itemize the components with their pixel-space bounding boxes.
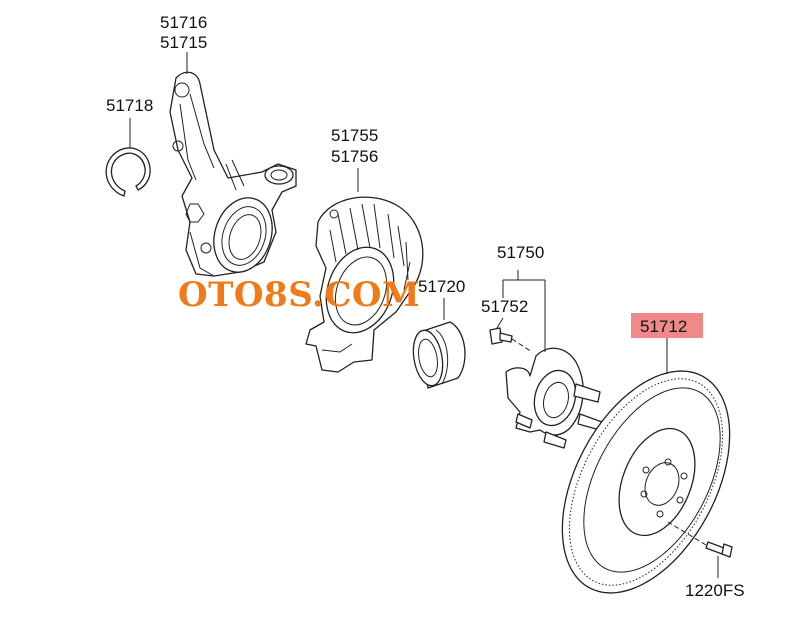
part-label-51750[interactable]: 51750 [497, 243, 544, 262]
wheel-bearing[interactable] [409, 321, 466, 389]
part-label-51718[interactable]: 51718 [106, 96, 153, 115]
steering-knuckle[interactable] [169, 71, 297, 279]
disc-screw[interactable] [705, 541, 733, 558]
part-label-51756[interactable]: 51756 [331, 147, 378, 166]
snap-ring[interactable] [105, 147, 151, 197]
dust-cover[interactable] [305, 196, 424, 373]
part-label-51720[interactable]: 51720 [418, 277, 465, 296]
wheel-hub[interactable] [505, 347, 603, 449]
watermark: OTO8S.COM [178, 275, 420, 315]
part-label-51716[interactable]: 51716 [160, 13, 207, 32]
part-label-51755[interactable]: 51755 [331, 126, 378, 145]
brake-disc[interactable] [528, 343, 764, 621]
part-label-51752[interactable]: 51752 [481, 297, 528, 316]
part-label-51715[interactable]: 51715 [160, 33, 207, 52]
hub-bolt-dash-line [511, 338, 533, 353]
hub-bolt-leader-line [496, 317, 504, 329]
part-label-51712[interactable]: 51712 [640, 317, 687, 336]
part-label-1220fs[interactable]: 1220FS [685, 581, 745, 600]
hub-bolt[interactable] [489, 327, 513, 345]
hub-bracket [502, 270, 546, 352]
disc-label-highlight [631, 313, 703, 338]
